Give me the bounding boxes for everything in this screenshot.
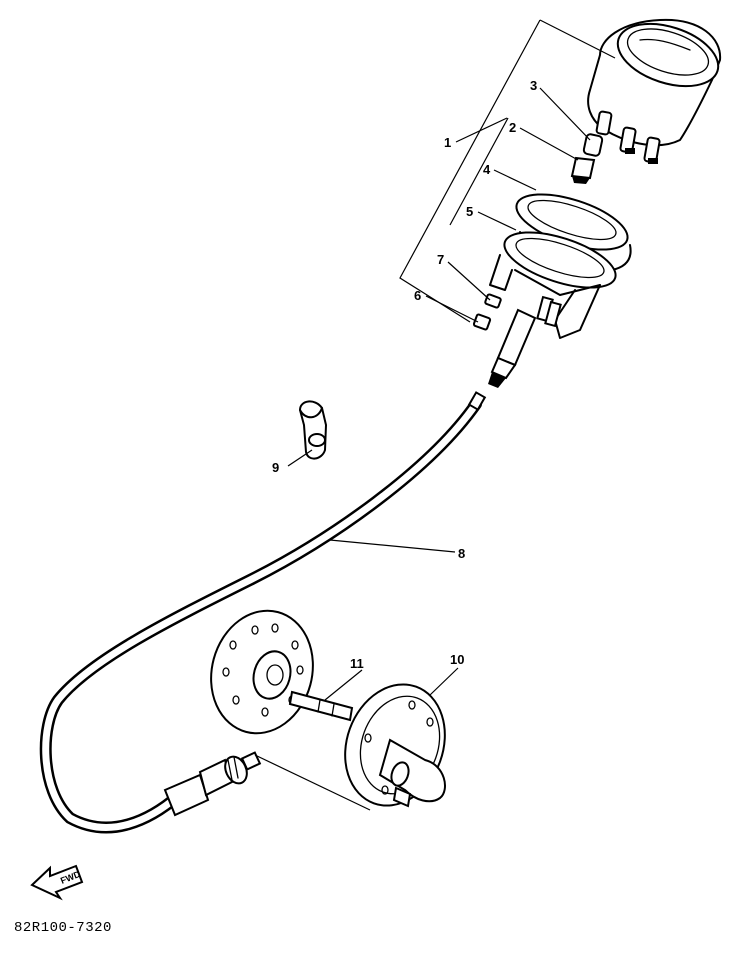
callout-5: 5 xyxy=(466,204,473,219)
callout-2: 2 xyxy=(509,120,516,135)
cushion-rings xyxy=(503,193,632,289)
callout-10: 10 xyxy=(450,652,464,667)
bulb-socket xyxy=(570,133,604,184)
speedometer-cable xyxy=(39,391,487,834)
callout-4: 4 xyxy=(483,162,491,177)
cable-lower-fitting xyxy=(163,751,262,817)
callout-1: 1 xyxy=(444,135,451,150)
cable-upper-fitting xyxy=(488,308,537,388)
callout-3: 3 xyxy=(530,78,537,93)
drive-shaft xyxy=(288,690,354,722)
callout-7: 7 xyxy=(437,252,444,267)
leader-lines xyxy=(254,19,616,811)
callout-11: 11 xyxy=(350,656,364,671)
cable-clamp xyxy=(298,400,328,460)
fwd-arrow: FWD xyxy=(30,864,84,901)
hub-plate xyxy=(210,609,314,735)
callout-8: 8 xyxy=(458,546,465,561)
speedometer-assembly xyxy=(587,18,722,164)
diagram-part-code: 82R100-7320 xyxy=(14,920,112,936)
callout-9: 9 xyxy=(272,460,279,475)
callout-6: 6 xyxy=(414,288,421,303)
nut-small xyxy=(472,293,502,331)
gear-unit xyxy=(344,683,446,808)
callout-numbers: 3 2 1 4 5 7 6 8 9 10 11 xyxy=(272,78,537,671)
mounting-bracket xyxy=(489,254,601,339)
